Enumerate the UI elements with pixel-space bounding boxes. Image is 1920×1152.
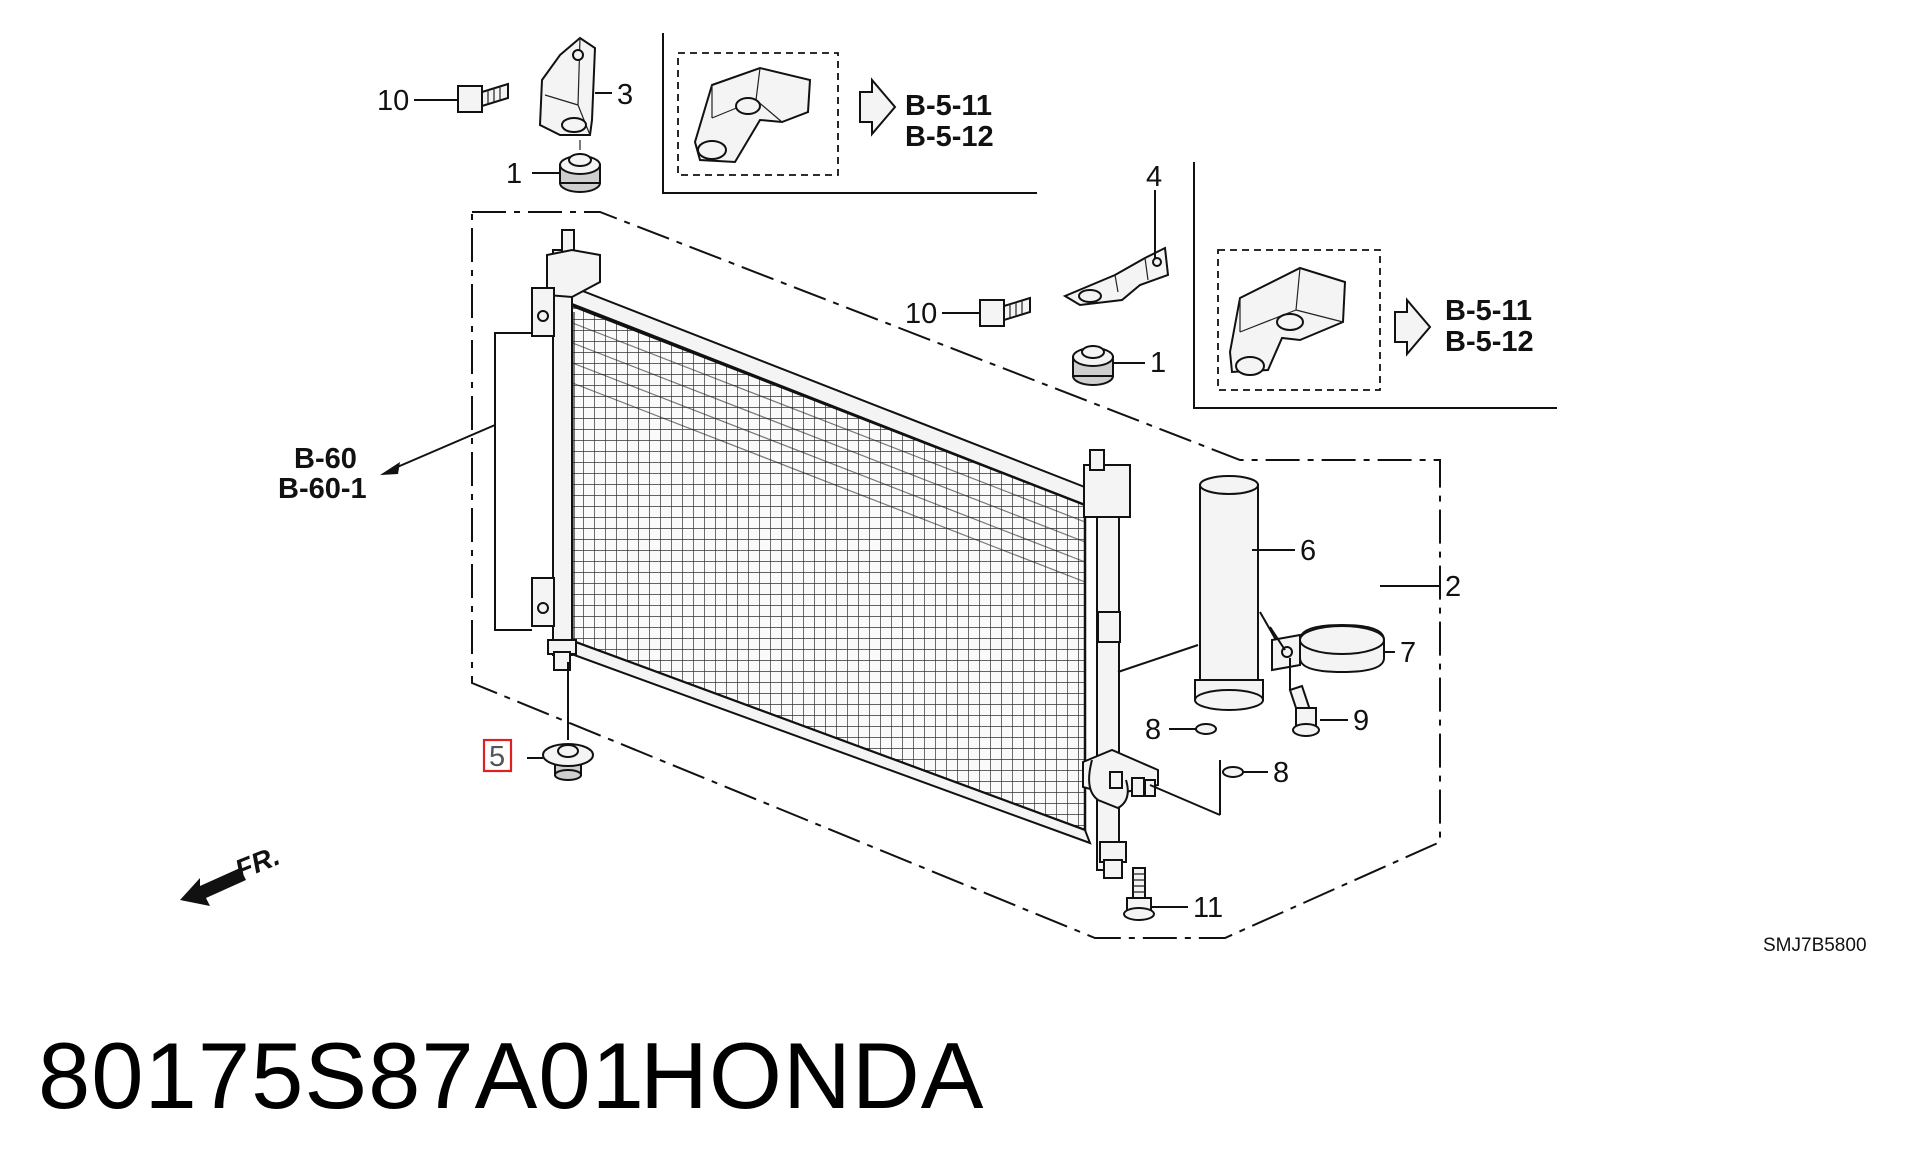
right-inset-arrow-icon (1394, 297, 1432, 357)
callout-2: 2 (1445, 571, 1461, 603)
part-8-oring-upper (1195, 723, 1217, 735)
callout-5: 5 (489, 741, 505, 773)
part-1-mount-upper (559, 153, 601, 193)
top-inset-ref-2: B-5-12 (905, 121, 994, 153)
right-inset-ref-2: B-5-12 (1445, 326, 1534, 358)
right-inset-ref-1: B-5-11 (1445, 295, 1532, 327)
part-1-mount-lower (1072, 345, 1114, 386)
part-8-oring-lower (1222, 766, 1244, 778)
callout-1-upper: 1 (506, 158, 522, 190)
right-inset-dashed-box (1217, 249, 1381, 391)
callout-11: 11 (1193, 892, 1223, 924)
left-ref-1: B-60 (294, 443, 357, 475)
top-inset: B-5-11 B-5-12 (662, 33, 1037, 194)
top-inset-ref-1: B-5-11 (905, 90, 992, 122)
part-3-upper-bracket (538, 36, 597, 136)
callout-8-upper: 8 (1145, 714, 1161, 746)
condenser-core (559, 288, 1102, 845)
part-10-bolt-lower (979, 296, 1031, 327)
right-inset-bracket (1228, 266, 1347, 376)
callout-5-highlight-box (482, 738, 513, 773)
left-ref-2: B-60-1 (278, 473, 367, 505)
part-4-side-bracket (1062, 246, 1170, 307)
callout-3: 3 (617, 79, 633, 111)
top-inset-arrow-icon (859, 77, 897, 137)
top-inset-dashed-box (677, 52, 839, 176)
part-6-receiver-drier (1194, 475, 1264, 711)
callout-10-lower: 10 (905, 298, 937, 330)
callout-9: 9 (1353, 705, 1369, 737)
right-inset: B-5-11 B-5-12 (1193, 162, 1557, 409)
part-9-bolt (1288, 684, 1320, 737)
callout-8-lower: 8 (1273, 757, 1289, 789)
callout-1-lower: 1 (1150, 347, 1166, 379)
right-tank (1082, 449, 1159, 879)
callouts: 10 3 1 4 10 1 6 2 7 9 8 8 11 5 (377, 79, 1461, 924)
top-inset-bracket (693, 66, 812, 164)
brand-name: HONDA (640, 1023, 984, 1128)
callout-10-upper: 10 (377, 85, 409, 117)
part-number: 80175S87A01 (38, 1023, 645, 1128)
part-11-bolt (1123, 867, 1155, 921)
callout-7: 7 (1400, 637, 1416, 669)
part-7-clamp (1271, 623, 1385, 674)
right-inset-frame (1193, 162, 1557, 409)
part-10-bolt-upper (457, 82, 509, 113)
part-5-lower-mount (542, 743, 594, 781)
assembly-outline (471, 211, 1441, 939)
left-tank (531, 229, 601, 671)
top-inset-frame (662, 33, 1037, 194)
diagram-code: SMJ7B5800 (1763, 935, 1867, 956)
callout-4: 4 (1146, 161, 1162, 193)
front-direction-arrow-icon: FR. (180, 840, 284, 906)
callout-6: 6 (1300, 535, 1316, 567)
front-label: FR. (231, 840, 284, 886)
leader-lines (380, 92, 1440, 908)
